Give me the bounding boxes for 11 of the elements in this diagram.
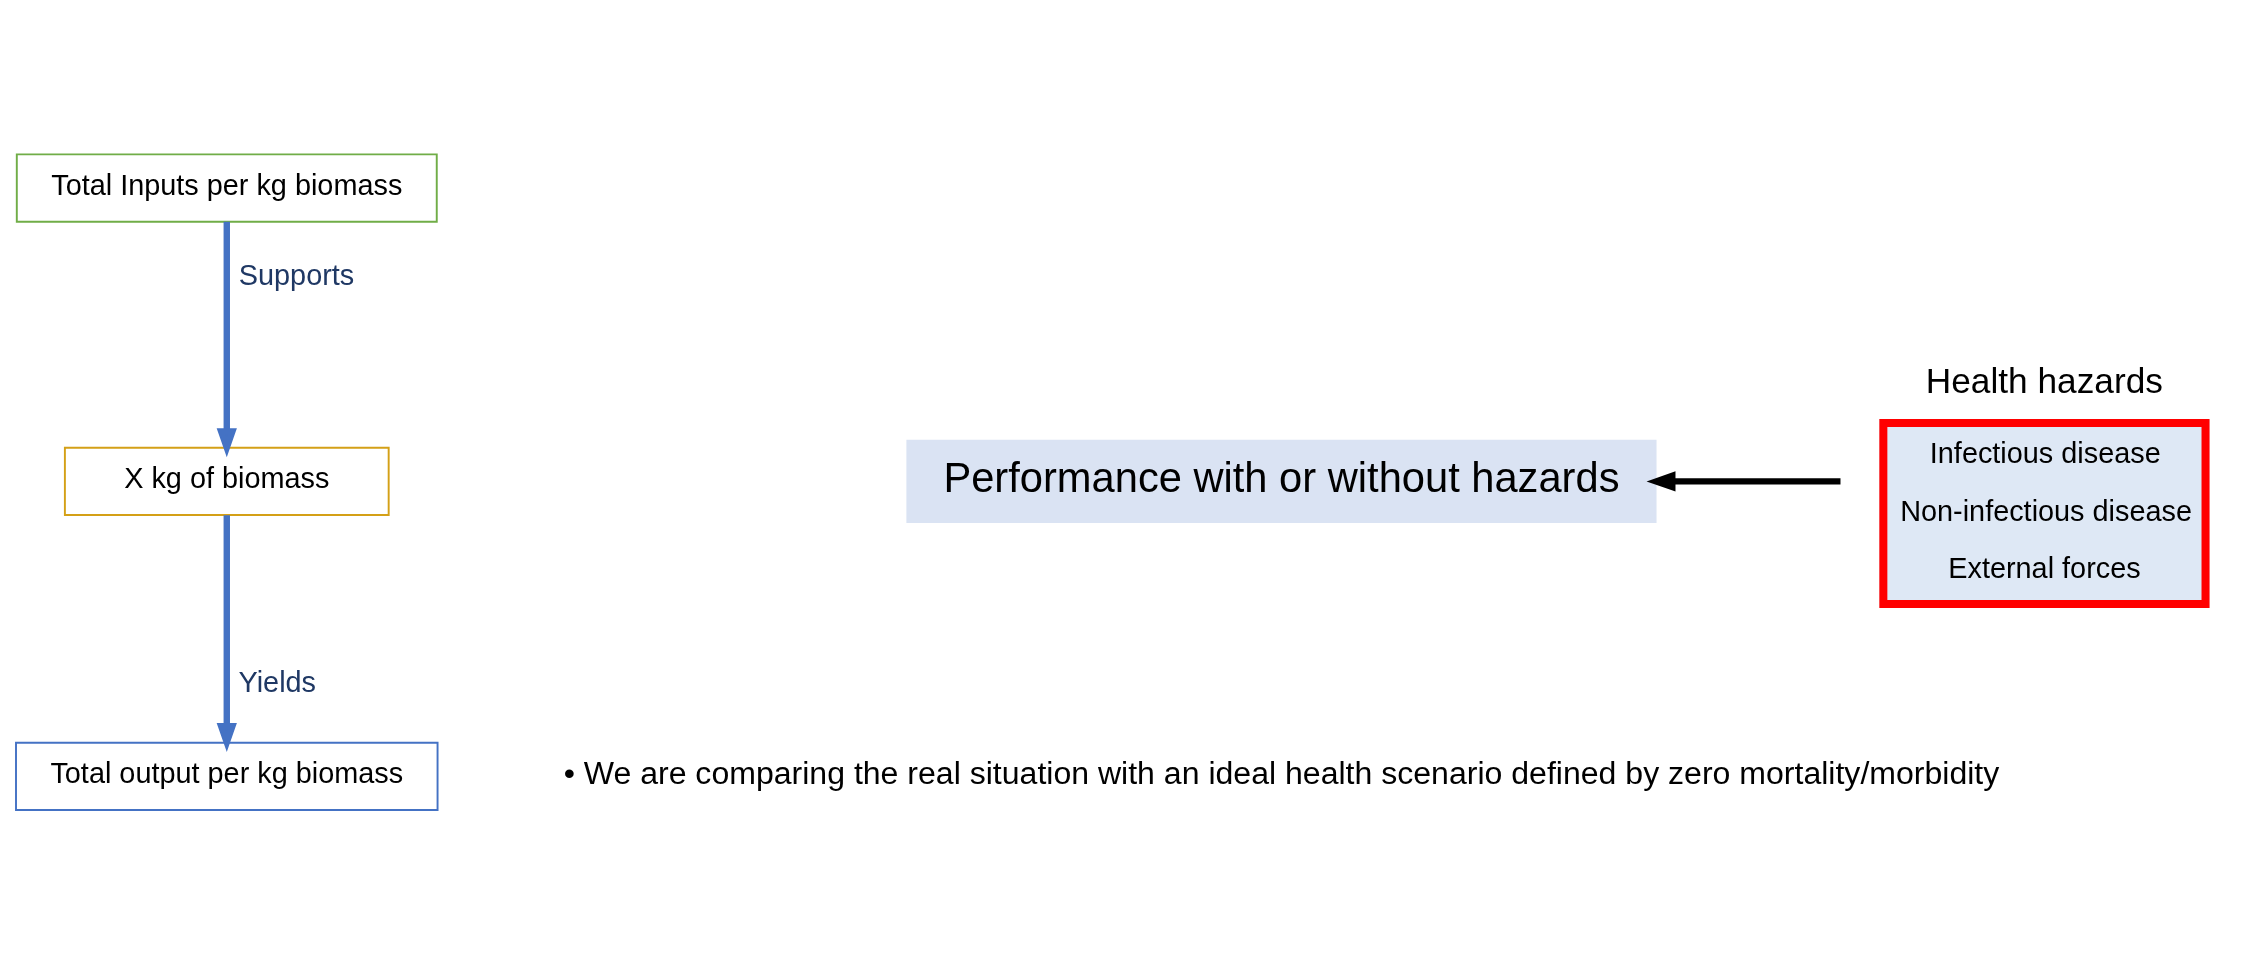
- label: • We are comparing the real situation with an ideal health scenario defined by zero mortality/morbidity: [563, 755, 2000, 792]
- node-box: Performance with or without hazards: [906, 439, 1657, 524]
- arrow: [216, 221, 237, 458]
- arrow: [216, 515, 237, 752]
- node-box: Total output per kg biomass: [15, 741, 439, 811]
- edge-label: Supports: [238, 258, 355, 291]
- edge-label: Yields: [238, 666, 317, 699]
- node-box: X kg of biomass: [63, 446, 390, 516]
- arrow: [1646, 471, 1841, 492]
- node-label: Health hazards: [1925, 360, 2163, 400]
- node-box: Total Inputs per kg biomass: [15, 153, 438, 223]
